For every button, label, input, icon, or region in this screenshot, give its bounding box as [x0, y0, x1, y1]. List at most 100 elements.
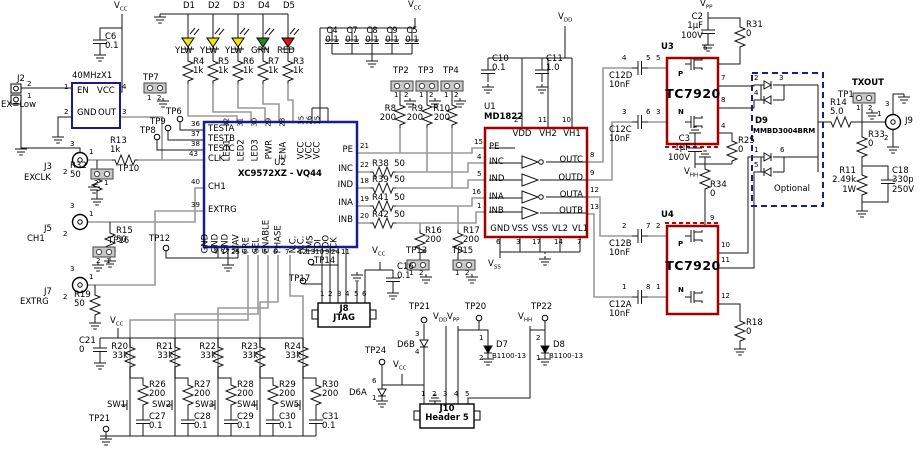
label-tp13: TP13: [406, 246, 428, 256]
label-d6a: D6A: [349, 388, 367, 398]
label-12: 12: [590, 186, 599, 194]
label-header-5: Header 5: [425, 413, 469, 423]
label-j2: J2: [17, 74, 25, 84]
label-c3-1-f-100v: C3 1µF 100V: [667, 134, 690, 163]
label-11: 11: [538, 116, 547, 124]
label-j9: J9: [905, 116, 913, 126]
label-10: 10: [562, 116, 571, 124]
label-tp24: TP24: [365, 346, 387, 356]
label-r30-200: R30 200: [322, 380, 339, 400]
j2-pin: [10, 83, 22, 94]
label-d1: D1: [183, 1, 195, 11]
label-d3: D3: [233, 1, 245, 11]
label-6: 6: [646, 108, 651, 116]
label-tp3: TP3: [418, 66, 434, 76]
label-r42-50: R42 50: [372, 210, 405, 220]
j10-ear: [413, 410, 421, 421]
label-1: 1: [89, 273, 94, 281]
label-r32-50: R32 50: [70, 161, 87, 181]
label-r14-5-0: R14 5.0: [830, 98, 847, 118]
label-r7-1k: R7 1k: [268, 57, 280, 77]
label-pe: PE: [489, 142, 500, 152]
label-11: 11: [721, 256, 730, 264]
label-tp6: TP6: [166, 107, 182, 117]
label-sw5: SW5: [280, 400, 300, 410]
label-tp4: TP4: [443, 66, 459, 76]
oscillator-box: [71, 82, 121, 129]
j2-pin-circle: [13, 85, 19, 92]
label-1: 1: [477, 202, 482, 210]
j2-pin-circle: [13, 96, 19, 103]
label-r3-1k: R3 1k: [293, 57, 305, 77]
label-ch1: CH1: [208, 182, 226, 192]
label-6: 6: [780, 146, 785, 154]
label-1: 1: [421, 390, 426, 398]
label-tp8: TP8: [140, 126, 156, 136]
label-ena: ENA: [278, 141, 289, 160]
label-5: 5: [656, 54, 661, 62]
label-led1: LED1: [222, 139, 233, 162]
label-1: 1: [877, 110, 882, 118]
label-6: 6: [372, 377, 377, 385]
label-3: 3: [443, 390, 448, 398]
label-vcc: VCC: [372, 246, 386, 258]
label-vss: VSS: [531, 224, 549, 234]
label-2: 2: [404, 91, 409, 99]
label-1: 1: [754, 146, 759, 154]
label-tp22: TP22: [531, 302, 553, 312]
label-9: 9: [710, 214, 715, 222]
label-c16-0-1: C16 0.1: [397, 262, 414, 282]
label-vl2: VL2: [552, 224, 568, 234]
label-inc: INC: [338, 164, 353, 174]
label-ind: IND: [337, 180, 353, 190]
label-43: 43: [189, 150, 198, 158]
label-7: 7: [721, 74, 726, 82]
label-2: 2: [63, 293, 68, 301]
label-36: 36: [191, 120, 200, 128]
label-2: 2: [157, 94, 162, 102]
label-c8-0-1: C8 0.1: [365, 26, 379, 46]
label-37: 37: [191, 130, 200, 138]
label-outa: OUTA: [559, 190, 583, 200]
label-17: 17: [221, 248, 230, 256]
label-7: 7: [285, 248, 290, 256]
driver-u1-box: [483, 126, 589, 239]
label-15: 15: [474, 138, 483, 146]
label-3: 3: [779, 74, 784, 82]
label-r6-1k: R6 1k: [243, 57, 255, 77]
label-extrg: EXTRG: [20, 297, 49, 307]
label-3: 3: [622, 108, 627, 116]
label-p: P: [678, 70, 684, 78]
label-tp9: TP9: [150, 117, 166, 127]
label-r34-0: R34 0: [710, 180, 727, 200]
label-4: 4: [721, 122, 726, 130]
label-r21-33k: R21 33k: [156, 342, 173, 362]
label-2: 2: [419, 269, 424, 277]
label-2: 2: [514, 116, 519, 124]
label-ex-low: EX=Low: [1, 100, 37, 110]
label-1: 1: [856, 104, 861, 112]
label-17: 17: [532, 238, 541, 246]
label-5: 5: [477, 170, 482, 178]
label-1: 1: [89, 148, 94, 156]
label-c12a-10nf: C12A 10nF: [609, 300, 632, 320]
label-38: 38: [191, 140, 200, 148]
label-d5: D5: [283, 1, 295, 11]
label-9: 9: [590, 169, 595, 177]
label-2: 2: [243, 248, 248, 256]
label-testc: TESTC: [208, 144, 235, 154]
label-2: 2: [429, 91, 434, 99]
label-inc: INC: [489, 157, 504, 167]
label-tp15: TP15: [452, 246, 474, 256]
label-pwr: PWR: [264, 139, 275, 160]
label-testb: TESTB: [208, 134, 235, 144]
label-gnd: GND: [200, 233, 211, 254]
label-3: 3: [70, 202, 75, 210]
label-1: 1: [104, 179, 109, 187]
label-2: 2: [64, 108, 69, 116]
label-1: 1: [106, 257, 111, 265]
label-1: 1: [536, 354, 541, 362]
label-vcc: VCC: [408, 0, 422, 12]
wires: [20, 12, 904, 437]
